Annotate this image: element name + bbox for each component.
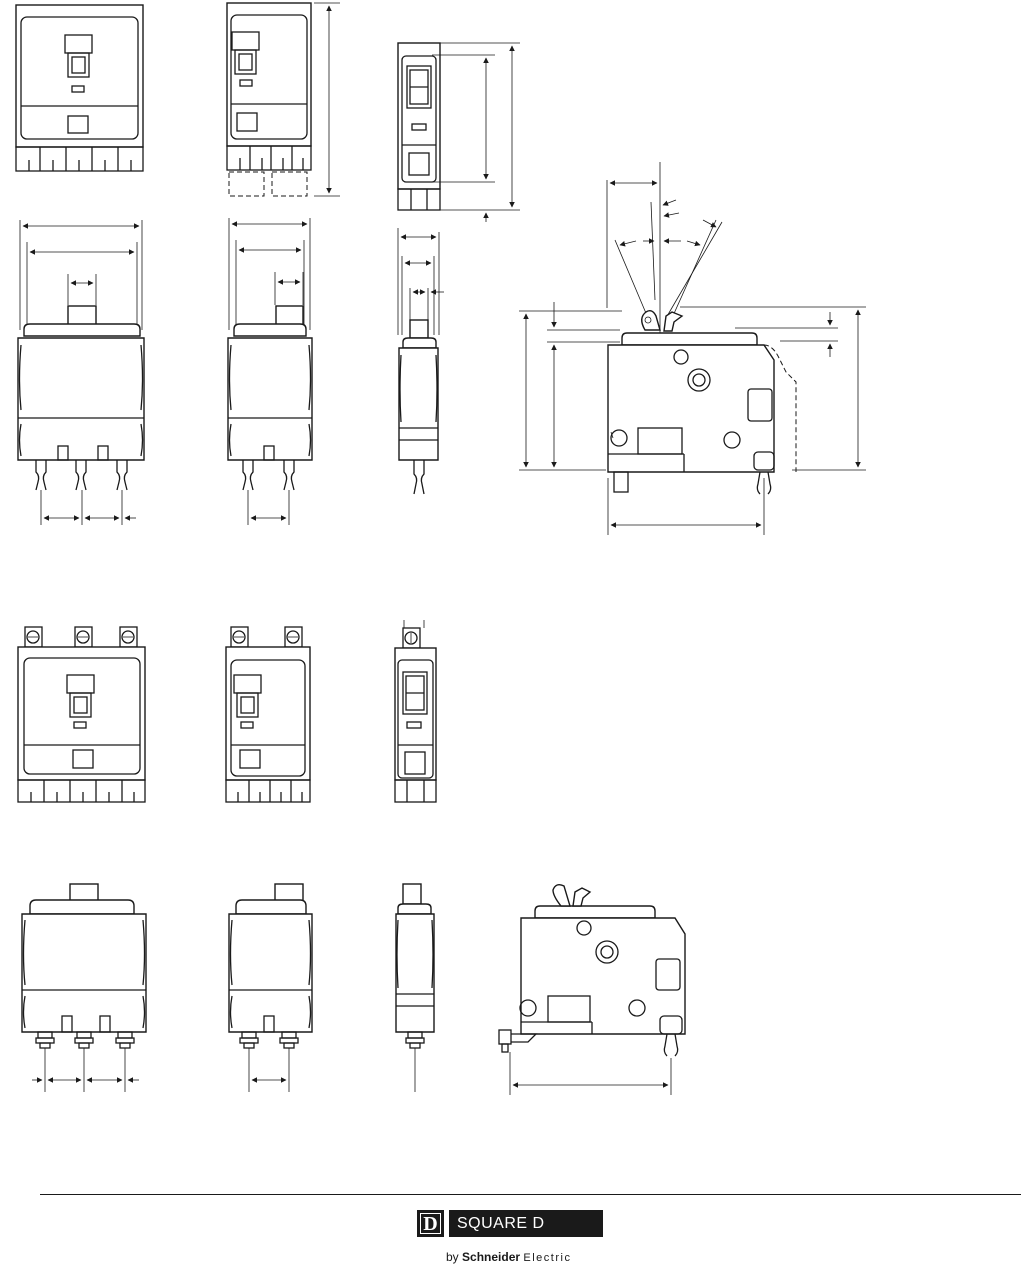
bottom-view-1-pole-bolt-on: [396, 884, 434, 1092]
bottom-view-3-pole: [18, 220, 144, 525]
front-view-3-pole-bolt-on: [18, 627, 145, 802]
bottom-view-1-pole: [398, 228, 444, 494]
front-view-1-pole: [398, 43, 520, 222]
footer-rule: [40, 1194, 1021, 1195]
square-d-mark: D: [417, 1210, 444, 1237]
brand-tagline: by Schneider Electric: [446, 1250, 571, 1264]
bottom-view-2-pole: [228, 218, 312, 525]
tagline-prefix: by: [446, 1250, 459, 1264]
square-d-logo: D SQUARE D: [417, 1210, 603, 1237]
bottom-view-2-pole-bolt-on: [229, 884, 312, 1092]
front-view-2-pole: [227, 3, 340, 196]
tagline-company: Schneider: [462, 1250, 520, 1264]
side-profile-bolt-on: [499, 885, 685, 1095]
side-profile-plug-on: [519, 162, 866, 535]
front-view-2-pole-bolt-on: [226, 627, 310, 802]
tagline-suffix: Electric: [523, 1252, 571, 1264]
brand-name: SQUARE D: [449, 1210, 603, 1237]
front-view-3-pole: [16, 5, 143, 171]
front-view-1-pole-bolt-on: [395, 620, 436, 802]
bottom-view-3-pole-bolt-on: [22, 884, 146, 1092]
